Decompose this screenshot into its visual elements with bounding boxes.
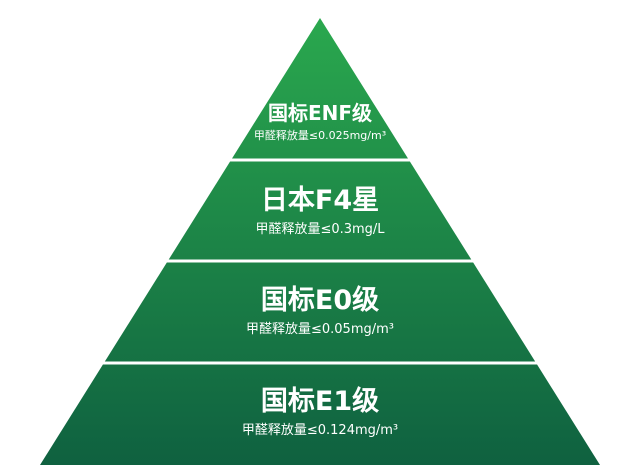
- tier-title: 国标ENF级: [267, 101, 373, 125]
- tier-title: 国标E1级: [260, 386, 380, 417]
- tier-enf: 国标ENF级 甲醛释放量≤0.025mg/m³: [0, 103, 640, 141]
- tier-subtitle: 甲醛释放量≤0.025mg/m³: [253, 129, 387, 142]
- tier-subtitle: 甲醛释放量≤0.05mg/m³: [245, 322, 394, 337]
- tier-title: 日本F4星: [260, 185, 380, 216]
- tier-e0: 国标E0级 甲醛释放量≤0.05mg/m³: [0, 287, 640, 336]
- tier-e1: 国标E1级 甲醛释放量≤0.124mg/m³: [0, 388, 640, 437]
- tier-title: 国标E0级: [260, 285, 380, 316]
- tier-subtitle: 甲醛释放量≤0.3mg/L: [255, 222, 385, 237]
- tier-subtitle: 甲醛释放量≤0.124mg/m³: [241, 423, 399, 438]
- tier-f4-star: 日本F4星 甲醛释放量≤0.3mg/L: [0, 187, 640, 236]
- pyramid-shape: [40, 18, 600, 465]
